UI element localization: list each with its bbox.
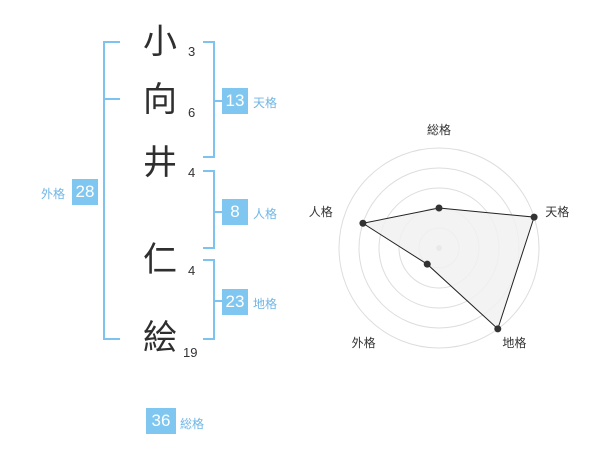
chikaku-badge: 23 <box>222 289 248 315</box>
stroke-count-5: 19 <box>183 345 198 360</box>
radar-axis-label-4: 外格 <box>351 336 376 351</box>
chikaku-label: 地格 <box>253 297 278 311</box>
name-char-4: 仁 <box>143 240 177 280</box>
radar-point-1 <box>435 204 443 212</box>
stroke-count-1: 3 <box>188 44 196 59</box>
jinkaku-label: 人格 <box>253 207 278 221</box>
stroke-count-4: 4 <box>188 263 196 278</box>
stroke-count-2: 6 <box>188 105 196 120</box>
radar-point-2 <box>530 213 538 221</box>
radar-ring-5 <box>338 147 540 349</box>
soukaku-label: 総格 <box>180 417 205 431</box>
radar-point-4 <box>423 260 431 268</box>
radar-point-3 <box>494 325 502 333</box>
name-char-1: 小 <box>143 22 177 62</box>
name-char-5: 絵 <box>143 318 177 358</box>
radar-axis-label-1: 総格 <box>427 123 452 137</box>
radar-point-5 <box>359 219 367 227</box>
radar-axis-label-2: 天格 <box>545 204 570 219</box>
name-char-2: 向 <box>143 80 177 120</box>
tenkaku-badge: 13 <box>222 88 248 114</box>
radar-series-polygon <box>361 207 535 330</box>
soukaku-badge: 36 <box>146 408 176 434</box>
radar-axis-label-5: 人格 <box>308 204 333 219</box>
radar-axis-label-3: 地格 <box>502 336 527 351</box>
stroke-count-3: 4 <box>188 165 196 180</box>
jinkaku-badge: 8 <box>222 199 248 225</box>
gaikaku-badge: 28 <box>72 179 98 205</box>
tenkaku-label: 天格 <box>253 96 278 110</box>
name-char-3: 井 <box>143 143 177 183</box>
gaikaku-label: 外格 <box>41 187 66 201</box>
